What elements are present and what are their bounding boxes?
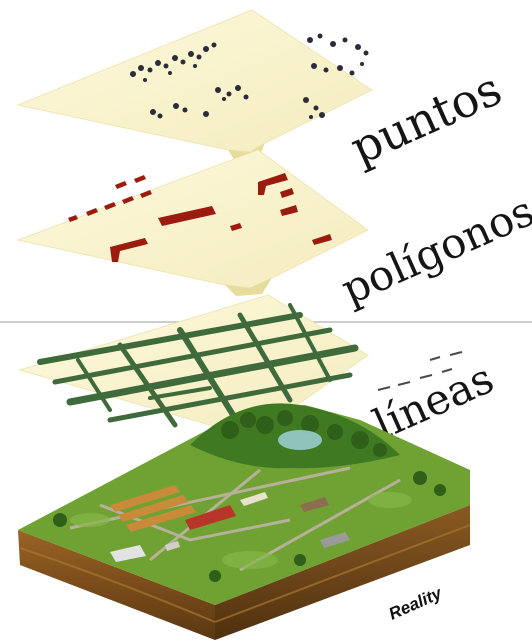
field-patches xyxy=(70,492,412,569)
reality-block: Reality xyxy=(18,403,471,640)
label-reality: Reality xyxy=(386,583,446,624)
tree-clusters xyxy=(53,410,446,582)
soil-front-face xyxy=(18,530,215,640)
points-layer: puntos xyxy=(16,9,510,175)
polygons-layer: polígonos xyxy=(16,149,532,314)
points-plane xyxy=(16,9,373,153)
lake xyxy=(278,430,322,450)
point-markers xyxy=(130,33,369,119)
polygon-shapes xyxy=(68,173,332,262)
line-dashes xyxy=(377,351,463,391)
soil-strata xyxy=(19,524,471,623)
building-rows xyxy=(110,485,350,562)
line-network xyxy=(37,303,359,428)
label-poligonos: polígonos xyxy=(334,186,532,314)
polygons-plane-edge xyxy=(225,278,272,296)
label-puntos: puntos xyxy=(343,61,510,175)
